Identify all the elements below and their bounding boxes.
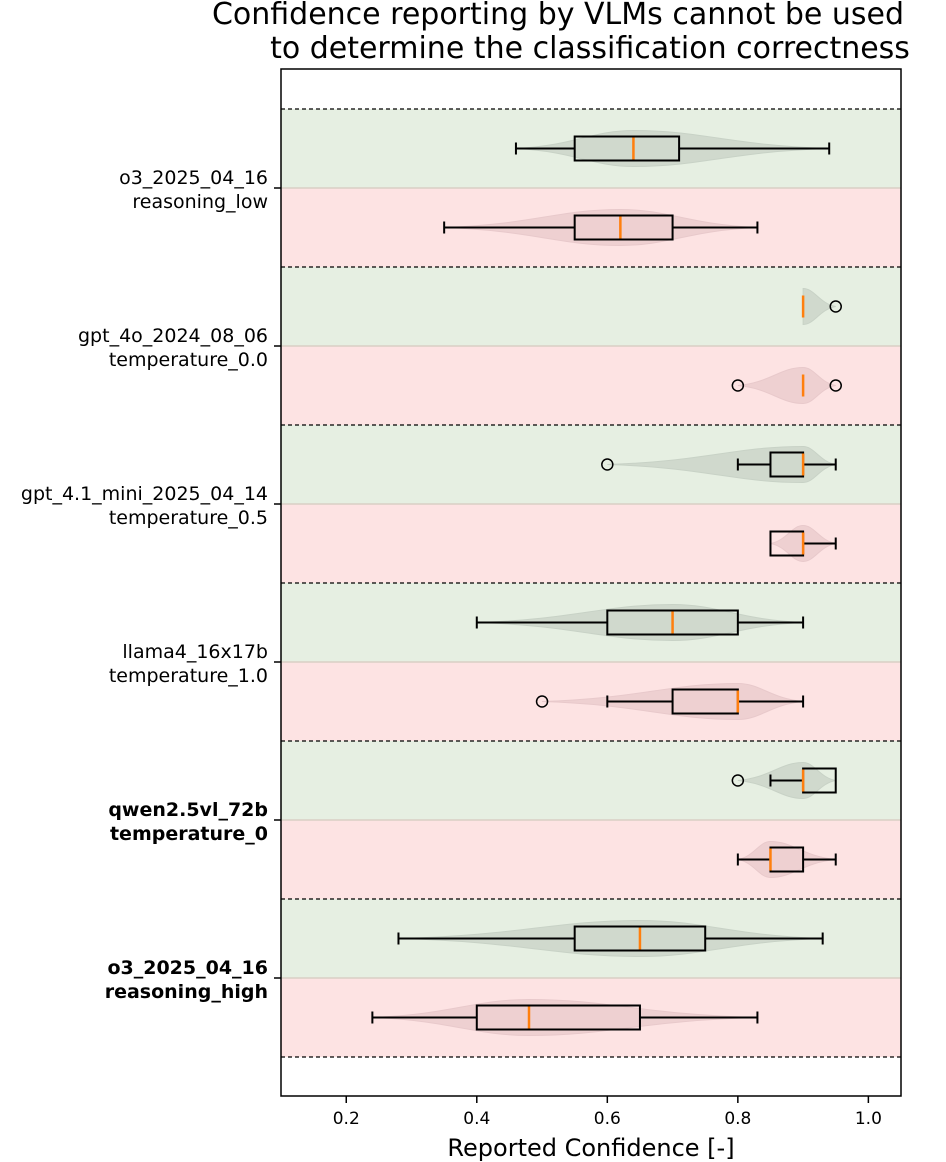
- chart-title-line-2: to determine the classification correctn…: [270, 31, 910, 66]
- chart-title-line-1: Confidence reporting by VLMs cannot be u…: [212, 0, 904, 32]
- outlier-correct-2-0: [601, 458, 614, 471]
- outlier-correct-1-0: [829, 300, 842, 313]
- x-tick-label-0: 0.2: [333, 1109, 360, 1129]
- box-correct-3: [606, 609, 739, 636]
- y-label-1-line-1: gpt_4o_2024_08_06: [78, 325, 268, 347]
- x-tick-label-1: 0.4: [463, 1109, 490, 1129]
- outlier-correct-4-0: [731, 774, 745, 787]
- x-tick-label-3: 0.8: [724, 1109, 751, 1129]
- violin-correct-1: [802, 287, 836, 326]
- x-axis-label: Reported Confidence [-]: [447, 1134, 734, 1162]
- outlier-incorrect-1-1: [829, 379, 842, 392]
- y-label-0-line-2: reasoning_low: [132, 191, 268, 213]
- y-label-2-line-1: gpt_4.1_mini_2025_04_14: [21, 483, 268, 505]
- x-tick-label-2: 0.6: [594, 1109, 621, 1129]
- y-label-4-line-1: qwen2.5vl_72b: [108, 799, 268, 821]
- box-incorrect-5: [475, 1004, 641, 1031]
- y-label-3-line-2: temperature_1.0: [109, 665, 268, 687]
- box-correct-0: [573, 135, 681, 162]
- outlier-incorrect-1-0: [731, 379, 745, 392]
- y-label-4-line-2: temperature_0: [110, 823, 268, 845]
- box-incorrect-0: [573, 214, 674, 241]
- band-correct-1: [281, 267, 901, 346]
- y-label-5-line-2: reasoning_high: [105, 981, 268, 1003]
- x-tick-label-4: 1.0: [855, 1109, 882, 1129]
- box-correct-5: [573, 925, 707, 952]
- axes-frame: [280, 68, 902, 1097]
- y-label-0-line-1: o3_2025_04_16: [119, 167, 268, 189]
- violin-incorrect-1: [737, 366, 836, 405]
- y-label-3-line-1: llama4_16x17b: [122, 641, 268, 663]
- y-label-5-line-1: o3_2025_04_16: [107, 957, 268, 979]
- outlier-incorrect-3-0: [535, 695, 549, 708]
- y-label-1-line-2: temperature_0.0: [109, 349, 268, 371]
- plot-area: o3_2025_04_16reasoning_lowgpt_4o_2024_08…: [21, 68, 902, 1129]
- y-label-2-line-2: temperature_0.5: [109, 507, 268, 529]
